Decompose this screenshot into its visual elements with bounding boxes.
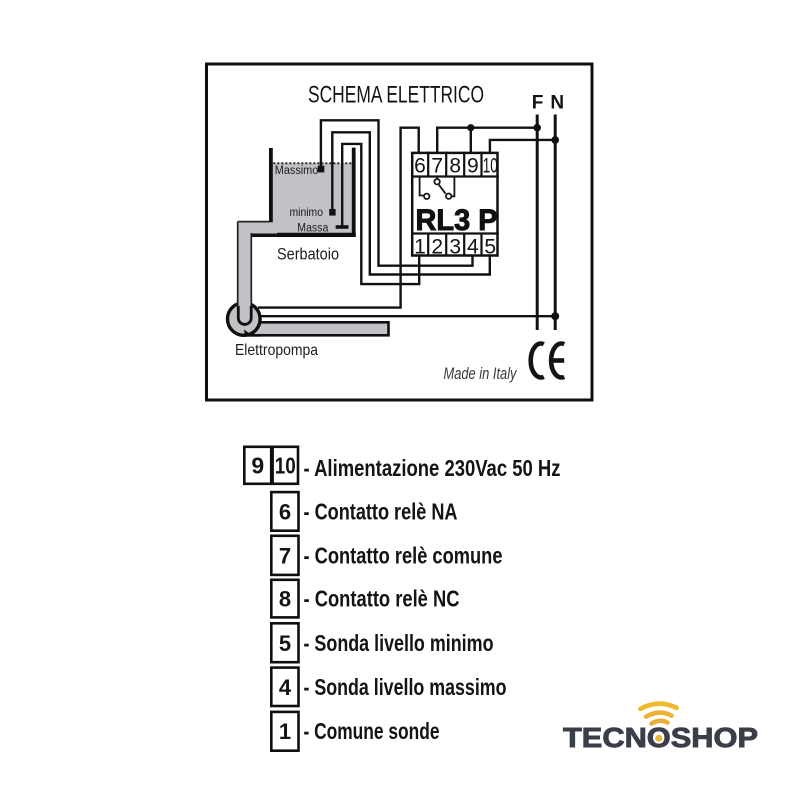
svg-text:SCHEMA ELETTRICO: SCHEMA ELETTRICO [308, 82, 484, 109]
svg-text:6: 6 [279, 499, 291, 524]
svg-text:8: 8 [279, 587, 291, 612]
svg-text:6: 6 [414, 155, 426, 178]
svg-text:7: 7 [431, 155, 443, 178]
svg-text:5: 5 [484, 236, 496, 259]
svg-text:- Contatto relè comune: - Contatto relè comune [304, 542, 503, 568]
svg-text:1: 1 [279, 719, 291, 744]
svg-text:- Alimentazione 230Vac 50 Hz: - Alimentazione 230Vac 50 Hz [304, 455, 561, 481]
svg-text:8: 8 [449, 155, 461, 178]
svg-text:1: 1 [414, 236, 426, 259]
svg-text:Made in Italy: Made in Italy [444, 365, 518, 383]
svg-text:- Sonda livello minimo: - Sonda livello minimo [304, 630, 494, 656]
svg-text:2: 2 [431, 236, 443, 259]
svg-text:N: N [550, 93, 564, 114]
svg-text:Massimo: Massimo [275, 165, 319, 177]
svg-text:- Contatto relè NA: - Contatto relè NA [304, 498, 458, 524]
svg-text:10: 10 [483, 155, 498, 178]
svg-text:- Comune sonde: - Comune sonde [304, 718, 440, 744]
svg-text:Massa: Massa [297, 223, 329, 235]
svg-text:- Contatto relè NC: - Contatto relè NC [304, 586, 460, 612]
svg-text:9: 9 [251, 453, 264, 479]
svg-text:Serbatoio: Serbatoio [277, 245, 339, 264]
svg-text:4: 4 [279, 675, 292, 700]
svg-text:Elettropompa: Elettropompa [235, 342, 318, 359]
svg-text:5: 5 [279, 631, 291, 656]
svg-text:4: 4 [467, 236, 479, 259]
svg-text:minimo: minimo [290, 205, 324, 219]
svg-text:RL3 P: RL3 P [416, 204, 498, 237]
svg-text:7: 7 [279, 543, 291, 568]
svg-text:9: 9 [467, 155, 479, 178]
svg-text:3: 3 [449, 236, 461, 259]
svg-text:10: 10 [275, 453, 296, 479]
svg-text:- Sonda livello massimo: - Sonda livello massimo [304, 674, 507, 700]
svg-text:F: F [532, 93, 544, 114]
